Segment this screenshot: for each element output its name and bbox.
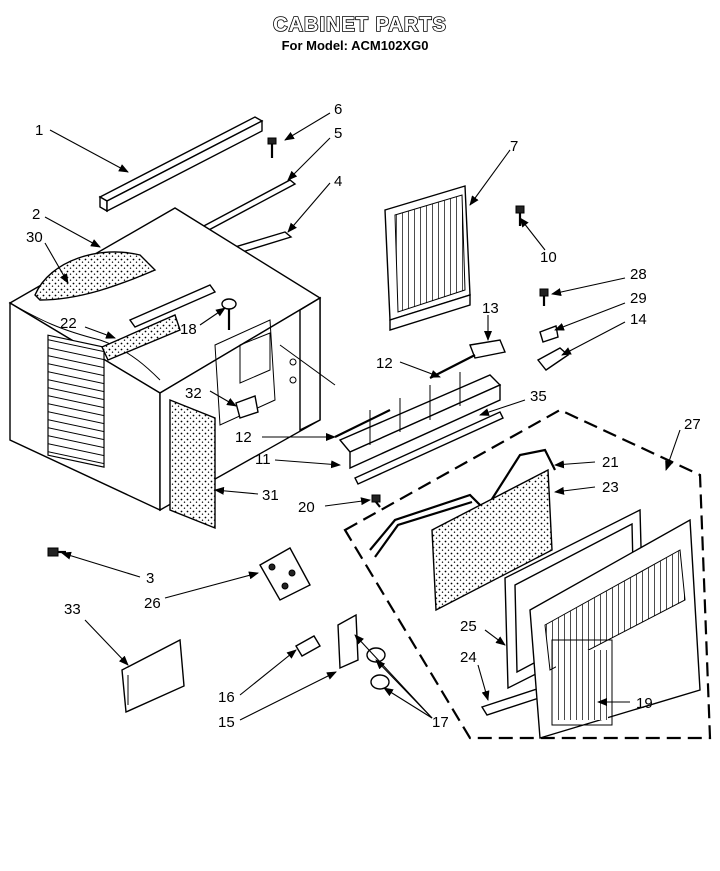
- callout-23: 23: [602, 479, 619, 496]
- part-27-front-assembly-outline: [343, 408, 712, 740]
- callout-10: 10: [540, 249, 557, 266]
- callout-30: 30: [26, 229, 43, 246]
- part-31-foam-panel: [169, 398, 216, 530]
- part-35-strip: [354, 411, 504, 485]
- callout-6: 6: [334, 101, 342, 118]
- part-26-bracket: [259, 547, 311, 601]
- callout-29: 29: [630, 290, 647, 307]
- callout-26: 26: [144, 595, 161, 612]
- cabinet-shell: [8, 207, 336, 512]
- callout-12-lower: 12: [235, 429, 252, 446]
- callout-5: 5: [334, 125, 342, 142]
- part-5-bracket: [198, 179, 297, 242]
- callout-31: 31: [262, 487, 279, 504]
- part-23-filter: [431, 468, 553, 612]
- part-17-knob-plate: [337, 613, 390, 690]
- callout-14: 14: [630, 311, 647, 328]
- callout-7: 7: [510, 138, 518, 155]
- part-7-condenser: [384, 185, 471, 331]
- callout-2: 2: [32, 206, 40, 223]
- callout-19: 19: [636, 695, 653, 712]
- callout-27: 27: [684, 416, 701, 433]
- part-3-screw: [47, 547, 66, 557]
- callout-17: 17: [432, 714, 449, 731]
- part-19-front-grille: [529, 518, 701, 739]
- part-29-clip: [539, 325, 559, 343]
- part-20-screw: [371, 494, 381, 508]
- part-16-connector: [295, 635, 321, 657]
- part-18-plug: [221, 298, 237, 330]
- callout-24: 24: [460, 649, 477, 666]
- page-title: CABINET PARTS: [273, 14, 447, 36]
- callout-35: 35: [530, 388, 547, 405]
- callout-28: 28: [630, 266, 647, 283]
- callout-21: 21: [602, 454, 619, 471]
- callout-15: 15: [218, 714, 235, 731]
- part-24-strip: [480, 687, 547, 716]
- part-28-screw: [539, 288, 549, 306]
- callout-12-upper: 12: [376, 355, 393, 372]
- part-14-bracket: [536, 347, 570, 371]
- part-13-bracket: [469, 339, 506, 359]
- callout-4: 4: [334, 173, 342, 190]
- model-subtitle: For Model: ACM102XG0: [282, 38, 429, 53]
- part-1-top-rail: [98, 116, 264, 213]
- callout-16: 16: [218, 689, 235, 706]
- part-32-clip: [235, 395, 259, 419]
- callout-22: 22: [60, 315, 77, 332]
- part-6-screw: [267, 137, 277, 158]
- part-2-top-panel: [128, 284, 217, 328]
- callout-20: 20: [298, 499, 315, 516]
- leader-lines: [44, 112, 681, 721]
- callout-3: 3: [146, 570, 154, 587]
- part-22-foam: [101, 314, 181, 361]
- callout-32: 32: [185, 385, 202, 402]
- callout-13: 13: [482, 300, 499, 317]
- part-33-control-board: [121, 638, 185, 714]
- callout-11: 11: [255, 451, 271, 468]
- part-11-rack: [334, 354, 502, 470]
- callout-33: 33: [64, 601, 81, 618]
- callout-18: 18: [180, 321, 197, 338]
- part-10-screw: [515, 205, 525, 226]
- callout-labels: 1 2 30 6 5 4 7 10 28 29 14 13 12 35 27 2…: [26, 101, 701, 731]
- callout-25: 25: [460, 618, 477, 635]
- callout-1: 1: [35, 122, 43, 139]
